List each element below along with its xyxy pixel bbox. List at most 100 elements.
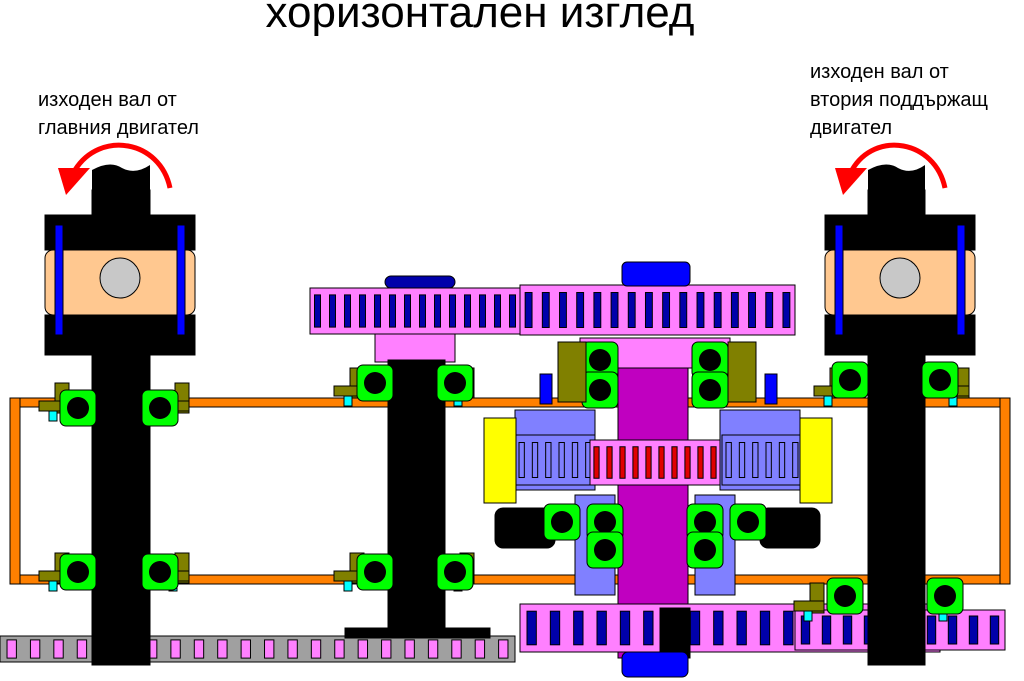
- right-pinion-tooth: [725, 442, 732, 478]
- ball-bearing-ball: [694, 539, 716, 561]
- upper-left-gear: [309, 287, 521, 335]
- lower-chain-tooth: [170, 639, 181, 659]
- left-yellow-support: [483, 417, 517, 504]
- right-pinion-tooth: [738, 442, 746, 478]
- lower-chain-tooth: [498, 639, 509, 659]
- frame-bracket-bolt: [803, 610, 813, 622]
- central-red-gear-tooth: [710, 446, 717, 479]
- middle-shaft: [387, 359, 446, 631]
- blue-bolt: [539, 373, 553, 405]
- frame-bearing-ball: [364, 372, 386, 394]
- bearing-bracket: [727, 341, 757, 403]
- frame-bearing-ball: [929, 369, 951, 391]
- lower-chain-tooth: [474, 639, 486, 659]
- left-pinion-tooth: [558, 442, 565, 478]
- upper-main-gear-tooth: [644, 292, 653, 328]
- upper-main-gear-tooth: [713, 292, 722, 328]
- ball-bearing-ball: [589, 379, 611, 401]
- right-bolt-right: [956, 224, 966, 336]
- lower-main-gear-tooth: [689, 610, 701, 646]
- upper-left-gear-tooth: [329, 294, 336, 328]
- upper-left-gear-tooth: [314, 294, 321, 328]
- left-bolt-right: [176, 224, 186, 336]
- lower-chain-tooth: [76, 639, 88, 659]
- ball-bearing-ball: [551, 511, 573, 533]
- ball-bearing-ball: [594, 511, 616, 533]
- lower-right-gear-tooth: [968, 615, 979, 645]
- central-red-gear-tooth: [697, 446, 704, 479]
- upper-main-gear-tooth: [541, 292, 550, 328]
- central-red-gear-tooth: [671, 446, 678, 479]
- right-shaft-label: изходен вал от втория поддържащ двигател: [810, 58, 988, 142]
- upper-main-gear-tooth: [627, 292, 636, 328]
- frame-bearing-ball: [444, 561, 466, 583]
- upper-left-gear-tooth: [419, 294, 426, 328]
- right-block-top: [824, 214, 976, 251]
- right-pinion-tooth: [778, 442, 786, 478]
- lower-chain-tooth: [29, 639, 41, 659]
- left-label-line1: изходен вал от: [38, 89, 177, 111]
- upper-main-gear-tooth: [593, 292, 602, 328]
- lower-chain-tooth: [427, 639, 439, 659]
- central-red-gear-tooth: [658, 446, 665, 479]
- upper-main-gear-tooth: [524, 292, 533, 328]
- upper-main-gear-tooth: [576, 292, 585, 328]
- frame-bearing-ball: [444, 372, 466, 394]
- right-shaft-circle: [879, 257, 921, 299]
- right-pinion-tooth: [752, 442, 759, 478]
- lower-main-gear-tooth: [713, 610, 724, 646]
- frame-bracket-foot: [793, 600, 825, 612]
- right-label-line2: втория поддържащ: [810, 89, 988, 111]
- left-block-bottom: [44, 314, 196, 356]
- frame-bracket-bolt: [343, 395, 353, 407]
- frame-bearing-ball: [149, 397, 171, 419]
- right-label-line1: изходен вал от: [810, 61, 949, 83]
- lower-chain-tooth: [53, 639, 64, 659]
- upper-left-gear-tooth: [494, 294, 501, 328]
- frame-bearing-ball: [934, 585, 956, 607]
- frame-bearing-ball: [364, 561, 386, 583]
- central-red-gear-tooth: [684, 446, 691, 479]
- upper-main-gear-tooth: [610, 292, 619, 328]
- ball-bearing-ball: [699, 349, 721, 371]
- upper-main-gear-tooth: [765, 292, 774, 328]
- upper-main-gear-tooth: [730, 292, 739, 328]
- central-top-cap: [621, 261, 691, 287]
- lower-main-gear-tooth: [736, 610, 747, 646]
- ball-bearing-ball: [594, 539, 616, 561]
- right-pinion-tooth: [792, 442, 799, 478]
- lower-main-gear-tooth: [549, 610, 561, 646]
- central-red-gear-tooth: [606, 446, 613, 479]
- right-pinion-tooth: [765, 442, 772, 478]
- left-bolt-left: [54, 224, 64, 336]
- frame-bracket-bolt: [343, 580, 353, 592]
- upper-left-gear-tooth: [509, 294, 516, 328]
- lower-right-gear-tooth: [842, 615, 853, 645]
- ball-bearing-ball: [589, 349, 611, 371]
- frame-bearing-ball: [834, 585, 856, 607]
- lower-chain-tooth: [217, 639, 228, 659]
- central-red-gear-tooth: [619, 446, 626, 479]
- upper-left-gear-tooth: [389, 294, 396, 328]
- orange-frame: [9, 397, 1011, 585]
- central-spline: [659, 607, 691, 659]
- upper-left-gear-tooth: [464, 294, 471, 328]
- left-shaft-circle: [99, 257, 141, 299]
- lower-chain-tooth: [193, 639, 205, 659]
- upper-main-gear-tooth: [748, 292, 756, 328]
- frame-bracket-bolt: [48, 580, 58, 592]
- lower-main-gear-tooth: [643, 610, 654, 646]
- upper-left-gear-tooth: [434, 294, 441, 328]
- frame-bracket-bolt: [48, 410, 58, 422]
- lower-right-gear-tooth: [947, 615, 958, 645]
- lower-main-gear-tooth: [596, 610, 607, 646]
- lower-chain-tooth: [287, 639, 298, 659]
- left-label-line2: главния двигател: [38, 117, 199, 139]
- left-rotation-arrow: [72, 142, 173, 189]
- central-red-gear-tooth: [593, 446, 600, 479]
- lower-right-gear-tooth: [989, 615, 1000, 645]
- lower-main-gear-tooth: [573, 610, 584, 646]
- right-bolt-left: [834, 224, 844, 336]
- lower-chain-tooth: [357, 639, 369, 659]
